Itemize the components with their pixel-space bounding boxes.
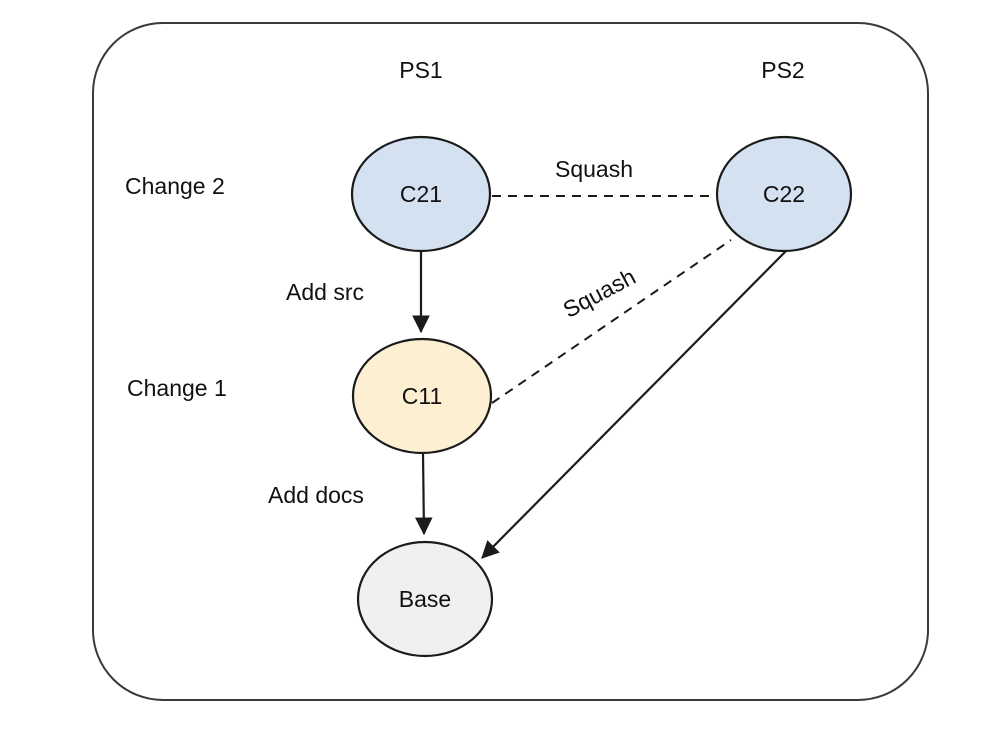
node-c11[interactable]: C11 — [351, 337, 493, 455]
node-c22[interactable]: C22 — [715, 135, 853, 253]
edge-label-add-docs: Add docs — [268, 482, 364, 508]
node-c21[interactable]: C21 — [350, 135, 492, 253]
node-c22-label: C22 — [763, 181, 805, 207]
node-c11-shape[interactable] — [351, 337, 493, 455]
edge-label-squash-top: Squash — [555, 156, 633, 182]
diagram-frame — [92, 22, 929, 701]
edge-label-squash-diagonal: Squash — [559, 263, 640, 323]
row-label-change-2: Change 2 — [125, 173, 225, 199]
row-label-change-1: Change 1 — [127, 375, 227, 401]
node-c11-label: C11 — [402, 383, 443, 409]
edge-c11-to-base — [414, 452, 433, 536]
edge-label-add-src: Add src — [286, 279, 364, 305]
edge-c22-to-base — [481, 249, 788, 559]
node-base-label: Base — [399, 586, 451, 612]
node-base-shape[interactable] — [356, 540, 494, 658]
column-header-ps2: PS2 — [761, 57, 804, 83]
node-c21-shape[interactable] — [350, 135, 492, 253]
column-header-ps1: PS1 — [399, 57, 442, 83]
node-base[interactable]: Base — [356, 540, 494, 658]
node-c22-shape[interactable] — [715, 135, 853, 253]
edge-c11-to-c22-squash — [491, 239, 732, 404]
node-c21-label: C21 — [400, 181, 442, 207]
